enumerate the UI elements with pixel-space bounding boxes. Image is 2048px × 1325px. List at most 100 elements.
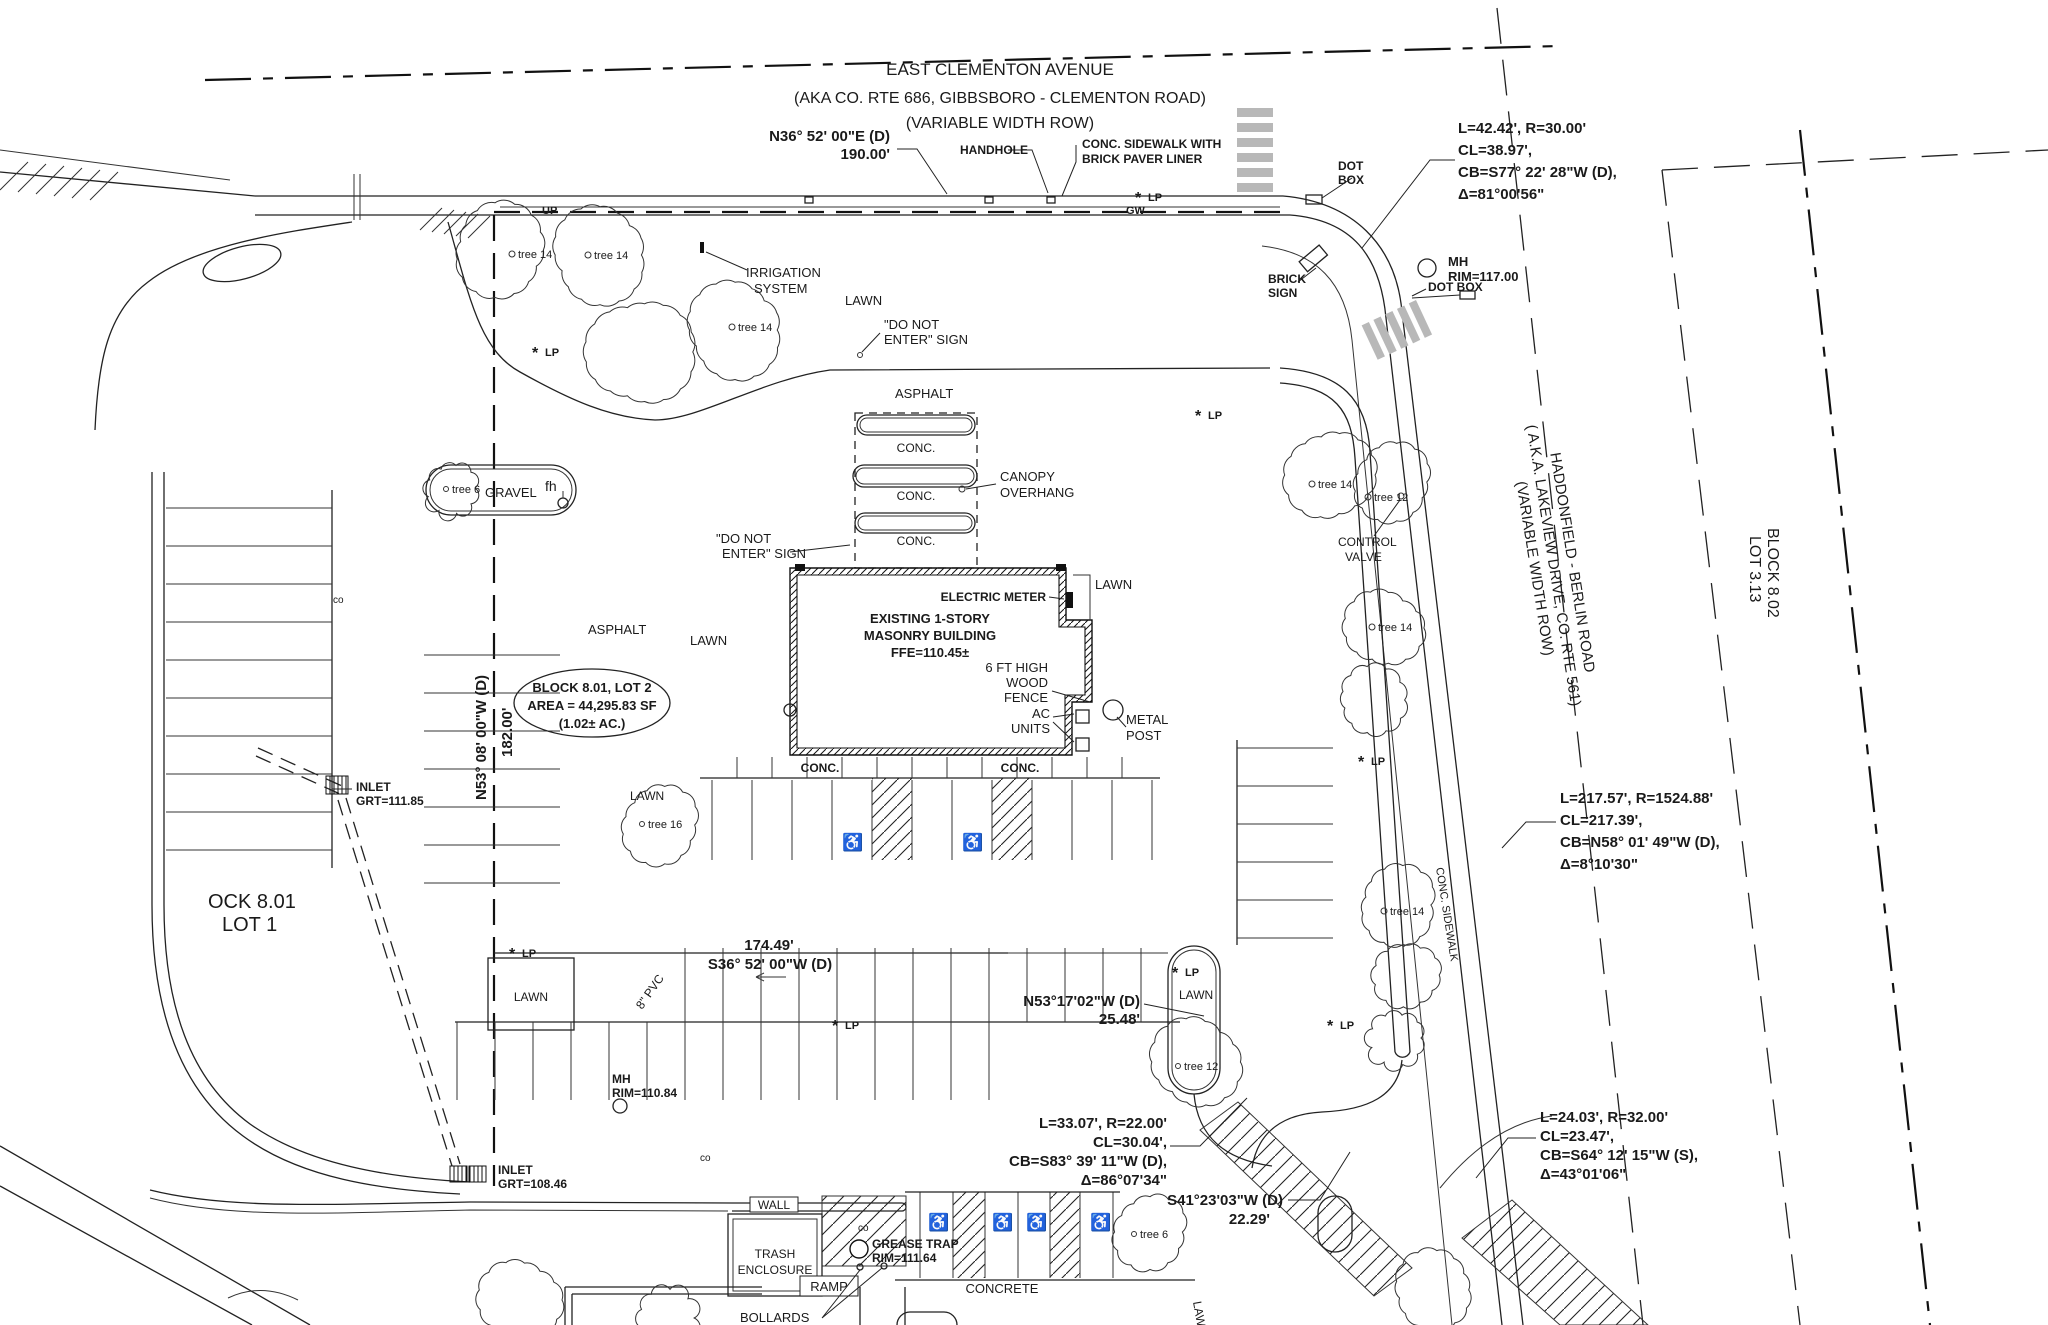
- irrigation-label-1: IRRIGATION: [746, 265, 821, 280]
- svg-text:BLOCK 8.02: BLOCK 8.02: [1764, 528, 1781, 618]
- utility-markers: *LP *LP *LP *LP *LP *LP *LP *LP UP GW co…: [333, 190, 1385, 1234]
- svg-text:UP: UP: [542, 205, 557, 217]
- curve-e-1: L=217.57', R=1524.88': [1560, 790, 1713, 807]
- wall-label: WALL: [758, 1198, 791, 1212]
- lot1-line1: OCK 8.01: [208, 891, 296, 913]
- block-802-label: BLOCK 8.02 LOT 3.13: [1746, 528, 1781, 618]
- street-title-haddonfield: HADDONFIELD - BERLIN ROAD ( A.K.A. LAKEV…: [1512, 424, 1598, 708]
- svg-text:*: *: [832, 1018, 839, 1035]
- roof-drain-2: [1056, 564, 1066, 571]
- lot2-line1: BLOCK 8.01, LOT 2: [532, 680, 651, 695]
- inlet2-label-2: GRT=108.46: [498, 1177, 567, 1191]
- trash-label-1: TRASH: [755, 1247, 796, 1261]
- street-title-3: (VARIABLE WIDTH ROW): [906, 115, 1094, 132]
- grease-trap-symbol: [849, 1239, 869, 1259]
- brick-sign-label-2: SIGN: [1268, 286, 1297, 300]
- sign-post-1: [857, 352, 863, 358]
- svg-text:tree 14: tree 14: [1378, 622, 1412, 634]
- handicap-symbols: ♿♿ ♿♿ ♿♿: [842, 832, 1111, 1232]
- svg-text:♿: ♿: [928, 1212, 949, 1232]
- control-valve-label-2: VALVE: [1345, 550, 1382, 564]
- svg-text:LP: LP: [1148, 192, 1162, 204]
- sidewalk-label-2: BRICK PAVER LINER: [1082, 152, 1203, 166]
- sign2-label-2: ENTER" SIGN: [722, 546, 806, 561]
- crosswalk-east: [1361, 300, 1433, 360]
- lawn-top: LAWN: [845, 293, 882, 308]
- inlet-grate-2a: [449, 1165, 468, 1183]
- svg-text:tree 14: tree 14: [1390, 906, 1424, 918]
- building-line3: FFE=110.45±: [891, 645, 969, 660]
- manhole-1-symbol: [1417, 258, 1437, 278]
- street-title-1: EAST CLEMENTON AVENUE: [886, 60, 1114, 79]
- dot-box-label-2: DOT BOX: [1428, 280, 1483, 294]
- svg-text:182.00': 182.00': [499, 708, 516, 757]
- service-area: [564, 1191, 1195, 1325]
- svg-text:♿: ♿: [962, 832, 983, 852]
- ac-units-label-1: AC: [1032, 706, 1050, 721]
- fence-label-2: WOOD: [1006, 675, 1048, 690]
- curve-s-3: CB=S83° 39' 11"W (D),: [1009, 1153, 1167, 1170]
- conc-canopy-3: CONC.: [897, 534, 936, 548]
- sidewalk-label-1: CONC. SIDEWALK WITH: [1082, 137, 1221, 151]
- conc-walk-2: CONC.: [1001, 761, 1040, 775]
- inlet-grate-2b: [468, 1165, 487, 1183]
- svg-text:co: co: [333, 595, 344, 606]
- curve-se-3: CB=S64° 12' 15"W (S),: [1540, 1147, 1698, 1164]
- metal-post-label-1: METAL: [1126, 712, 1168, 727]
- svg-text:N53° 08' 00"W (D): N53° 08' 00"W (D): [473, 675, 490, 800]
- sign2-label-1: "DO NOT: [716, 531, 771, 546]
- building-line2: MASONRY BUILDING: [864, 628, 996, 643]
- asphalt-top: ASPHALT: [895, 386, 953, 401]
- curve-e-3: CB=N58° 01' 49"W (D),: [1560, 834, 1720, 851]
- building: [700, 564, 1160, 779]
- building-wall-circle: [783, 703, 797, 717]
- svg-text:*: *: [532, 345, 539, 362]
- ramp-label: RAMP: [810, 1279, 848, 1294]
- svg-text:tree 14: tree 14: [738, 322, 772, 334]
- inlet-grate-1: [325, 775, 349, 795]
- svg-text:LP: LP: [845, 1020, 859, 1032]
- svg-text:co: co: [700, 1153, 711, 1164]
- trash-label-2: ENCLOSURE: [738, 1263, 813, 1277]
- bearing-se1-dist: 25.48': [1099, 1011, 1140, 1028]
- svg-text:LP: LP: [545, 347, 559, 359]
- curve-ne-1: L=42.42', R=30.00': [1458, 120, 1586, 137]
- lot1-line2: LOT 1: [222, 914, 277, 936]
- mh1-label-2: RIM=117.00: [1448, 269, 1518, 284]
- grease-label-1: GREASE TRAP: [872, 1237, 959, 1251]
- svg-text:GW: GW: [1126, 205, 1146, 217]
- trees: [422, 199, 1472, 1325]
- lawn-island: LAWN: [1179, 988, 1213, 1002]
- street-title-2: (AKA CO. RTE 686, GIBBSBORO - CLEMENTON …: [794, 90, 1206, 107]
- conc-walk-1: CONC.: [801, 761, 840, 775]
- svg-text:8" PVC: 8" PVC: [633, 972, 667, 1012]
- lawn-rotated: LAWN: [1190, 1300, 1210, 1325]
- svg-text:tree 12: tree 12: [1184, 1061, 1218, 1073]
- hydrant-symbol: [557, 497, 569, 509]
- conc-sidewalk-rotated: CONC. SIDEWALK: [1433, 867, 1460, 963]
- svg-text:LAWN: LAWN: [1190, 1300, 1210, 1325]
- building-line1: EXISTING 1-STORY: [870, 611, 990, 626]
- canopy-label-2: OVERHANG: [1000, 485, 1074, 500]
- electric-meter-label: ELECTRIC METER: [941, 590, 1047, 604]
- pvc-label: 8" PVC: [633, 972, 667, 1012]
- bollards-label: BOLLARDS: [740, 1310, 810, 1325]
- svg-text:♿: ♿: [842, 832, 863, 852]
- crosswalk-north: [1237, 108, 1273, 192]
- curve-ne-4: Δ=81°00'56": [1458, 186, 1544, 203]
- svg-text:LP: LP: [1185, 967, 1199, 979]
- svg-text:LP: LP: [1371, 756, 1385, 768]
- curve-se-4: Δ=43°01'06": [1540, 1166, 1626, 1183]
- storm-pipes: [255, 747, 487, 1183]
- bearing-se2: S41°23'03"W (D): [1167, 1192, 1283, 1209]
- roof-drain-1: [795, 564, 805, 571]
- lot2-line2: AREA = 44,295.83 SF: [527, 698, 656, 713]
- svg-text:*: *: [1135, 190, 1142, 207]
- mh1-label-1: MH: [1448, 254, 1468, 269]
- curve-ne-3: CB=S77° 22' 28"W (D),: [1458, 164, 1617, 181]
- bearing-west: N53° 08' 00"W (D): [473, 675, 490, 800]
- curve-se-2: CL=23.47',: [1540, 1128, 1614, 1145]
- brick-sign-label-1: BRICK: [1268, 272, 1306, 286]
